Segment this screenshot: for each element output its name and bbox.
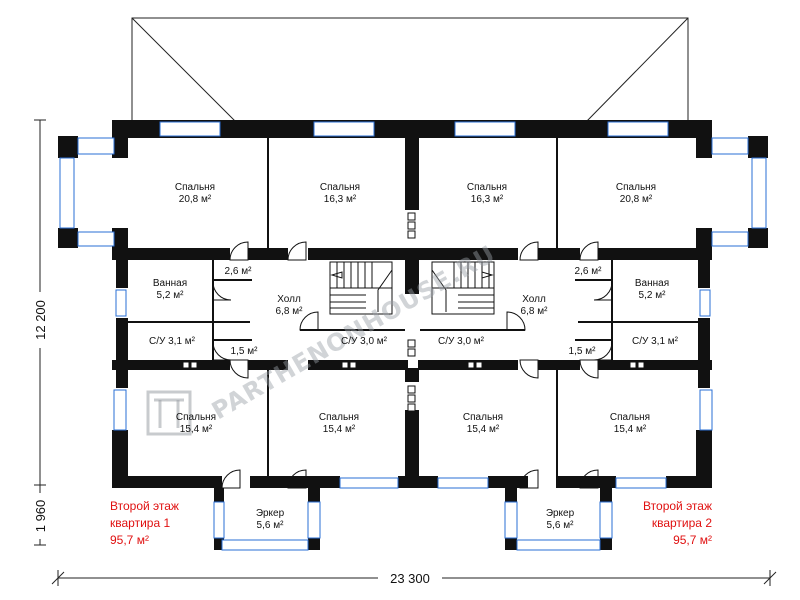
dimension-height-main: 12 200 (33, 300, 48, 340)
room-bedroom-tr1-area: 20,8 м² (620, 194, 653, 205)
dimension-height-bay: 1 960 (33, 500, 48, 533)
room-bedroom-br1-name: Спальня (610, 412, 650, 423)
room-bedroom-bl2-area: 15,4 м² (323, 424, 356, 435)
room-labels: Спальня 20,8 м² Спальня 16,3 м² Спальня … (149, 182, 679, 531)
room-bedroom-bl1-name: Спальня (176, 412, 216, 423)
room-wc-r-inner: С/У 3,0 м² (438, 336, 485, 347)
room-hall-r-name: Холл (522, 294, 546, 305)
apartment-left-area: 95,7 м² (110, 533, 149, 547)
room-bedroom-tr2-name: Спальня (467, 182, 507, 193)
room-bedroom-tl1-name: Спальня (175, 182, 215, 193)
doors (212, 241, 613, 489)
room-closet-l-top: 2,6 м² (225, 266, 253, 277)
apartment-right-name: квартира 2 (652, 516, 712, 530)
room-bedroom-bl2-name: Спальня (319, 412, 359, 423)
room-closet-l-bot: 1,5 м² (231, 346, 259, 357)
room-bedroom-br1-area: 15,4 м² (614, 424, 647, 435)
roof-outline (131, 17, 689, 123)
apartment-left-name: квартира 1 (110, 516, 170, 530)
vent-ducts (182, 212, 645, 412)
room-wc-l-inner: С/У 3,0 м² (341, 336, 388, 347)
room-bay-l-name: Эркер (256, 508, 285, 519)
stairs (329, 261, 495, 315)
room-wc-r-outer: С/У 3,1 м² (632, 336, 679, 347)
apartment-notes: Второй этаж квартира 1 95,7 м² Второй эт… (110, 499, 712, 547)
room-bay-l-area: 5,6 м² (257, 520, 285, 531)
room-bath-r-area: 5,2 м² (639, 290, 667, 301)
apartment-left-floor: Второй этаж (110, 499, 179, 513)
room-bedroom-bl1-area: 15,4 м² (180, 424, 213, 435)
walls (58, 120, 768, 550)
room-bedroom-br2-name: Спальня (463, 412, 503, 423)
windows (59, 121, 767, 551)
room-bedroom-br2-area: 15,4 м² (467, 424, 500, 435)
room-closet-r-top: 2,6 м² (575, 266, 603, 277)
room-bath-l-area: 5,2 м² (157, 290, 185, 301)
room-bedroom-tl1-area: 20,8 м² (179, 194, 212, 205)
watermark-logo (146, 390, 192, 436)
room-bath-l-name: Ванная (153, 278, 187, 289)
room-hall-r-area: 6,8 м² (521, 306, 549, 317)
room-hall-l-area: 6,8 м² (276, 306, 304, 317)
room-bay-r-area: 5,6 м² (547, 520, 575, 531)
room-wc-l-outer: С/У 3,1 м² (149, 336, 196, 347)
room-bath-r-name: Ванная (635, 278, 669, 289)
dimension-width: 23 300 (390, 571, 430, 586)
room-bay-r-name: Эркер (546, 508, 575, 519)
apartment-right-area: 95,7 м² (673, 533, 712, 547)
room-bedroom-tl2-name: Спальня (320, 182, 360, 193)
room-bedroom-tl2-area: 16,3 м² (324, 194, 357, 205)
room-closet-r-bot: 1,5 м² (569, 346, 597, 357)
room-hall-l-name: Холл (277, 294, 301, 305)
room-bedroom-tr2-area: 16,3 м² (471, 194, 504, 205)
room-bedroom-tr1-name: Спальня (616, 182, 656, 193)
dimension-labels: 12 200 1 960 23 300 (30, 292, 442, 588)
apartment-right-floor: Второй этаж (643, 499, 712, 513)
